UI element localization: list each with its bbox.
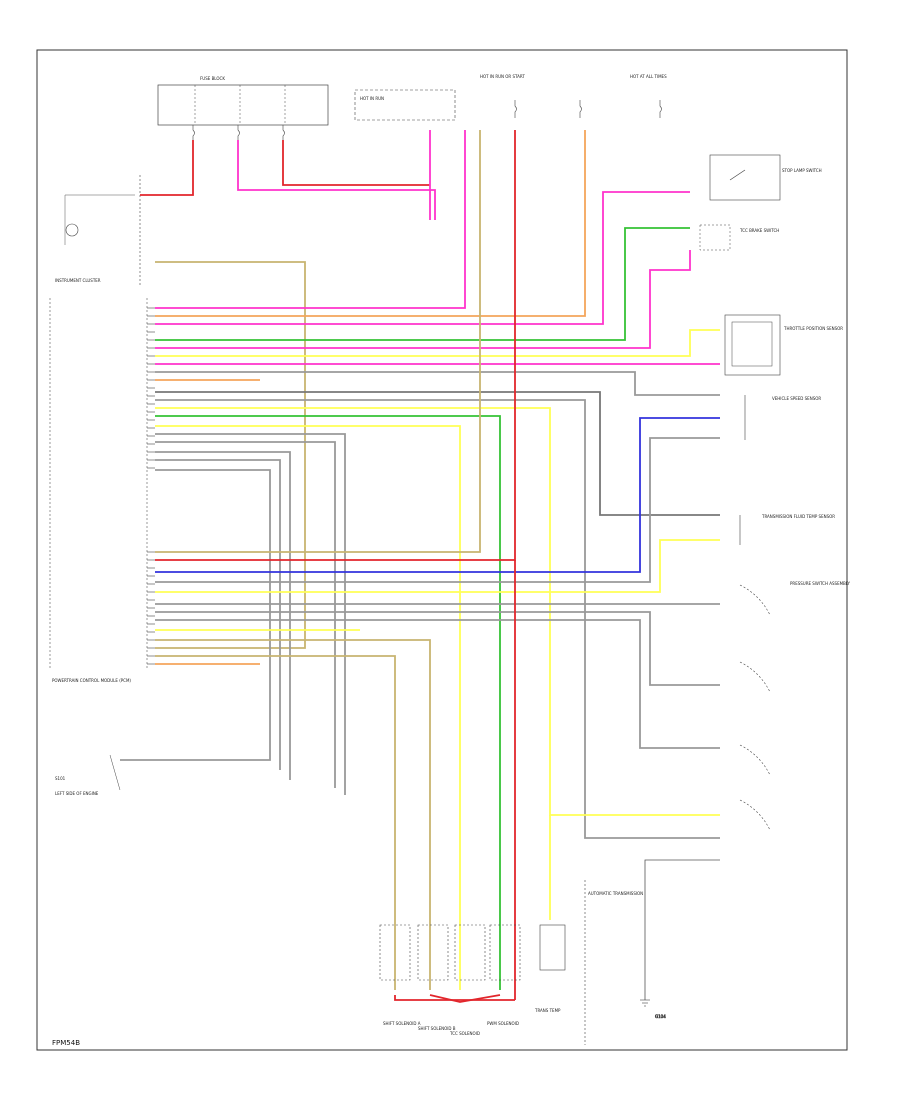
- wire-tan-2: [155, 130, 481, 553]
- instrument-cluster: INSTRUMENT CLUSTER: [55, 175, 141, 285]
- tft-label: TRANSMISSION FLUID TEMP SENSOR: [761, 514, 835, 519]
- automatic-transmission-box: AUTOMATIC TRANSMISSION: [584, 880, 643, 1045]
- tps-label: THROTTLE POSITION SENSOR: [783, 326, 843, 331]
- wire-grey-1: [155, 371, 720, 396]
- tcc-brake-switch: TCC BRAKE SWITCH: [699, 224, 779, 251]
- wire-grey-2: [155, 391, 720, 516]
- fuse-icons: [192, 100, 662, 141]
- wire-grey-4: [155, 433, 346, 795]
- pcm-pin-rows: [147, 307, 155, 665]
- fuse-block-label: FUSE BLOCK: [200, 76, 225, 81]
- shift-solenoid-b-label: SHIFT SOLENOID B: [418, 1026, 456, 1031]
- vehicle-speed-sensor: VEHICLE SPEED SENSOR: [744, 395, 821, 440]
- trans-fluid-temp-sensor: TRANSMISSION FLUID TEMP SENSOR: [739, 514, 835, 545]
- ground-symbols: G104: [640, 999, 666, 1019]
- pcm-module: POWERTRAIN CONTROL MODULE (PCM): [49, 298, 148, 683]
- wire-blue-1: [155, 417, 720, 573]
- wire-pink-5: [155, 250, 691, 349]
- fuse-block-top: FUSE BLOCK: [157, 76, 329, 126]
- wire-red-1: [140, 140, 194, 196]
- wire-yellow-4: [155, 539, 720, 593]
- wire-black-ground: [644, 859, 720, 1000]
- wire-tan-3: [155, 639, 431, 870]
- wire-pink-1: [237, 140, 436, 220]
- wire-red-to-junction: [429, 994, 501, 1003]
- wire-red-2: [282, 140, 430, 186]
- hot-in-run-start-label: HOT IN RUN OR START: [480, 74, 525, 79]
- wires: [120, 130, 720, 1003]
- stop-lamp-switch-label: STOP LAMP SWITCH: [782, 168, 822, 173]
- wire-grey-12: [155, 619, 720, 749]
- trs-label: PRESSURE SWITCH ASSEMBLY: [790, 581, 850, 586]
- wire-grey-9: [155, 437, 720, 583]
- wire-grey-7: [155, 459, 281, 770]
- left-side-engine-label: LEFT SIDE OF ENGINE: [55, 791, 99, 796]
- shift-solenoid-a-label: SHIFT SOLENOID A: [383, 1021, 421, 1026]
- hot-at-all-times-label: HOT AT ALL TIMES: [630, 74, 667, 79]
- splice-s101-label: S101: [55, 776, 66, 781]
- diagram-frame: [36, 49, 848, 1051]
- diagram-code: FPM54B: [52, 1039, 80, 1047]
- vss-label: VEHICLE SPEED SENSOR: [772, 396, 821, 401]
- splice-left: S101 LEFT SIDE OF ENGINE: [55, 754, 121, 796]
- ground-g104-label: G104: [655, 1014, 666, 1019]
- throttle-position-sensor: THROTTLE POSITION SENSOR: [724, 314, 843, 376]
- trans-range-switch: PRESSURE SWITCH ASSEMBLY: [739, 581, 850, 831]
- wire-grey-6: [155, 451, 291, 780]
- wire-grey-5: [155, 441, 336, 788]
- wire-green-2: [155, 415, 501, 860]
- wire-pink-4: [155, 191, 690, 325]
- power-source-top-middle: HOT IN RUN: [354, 89, 456, 121]
- pwm-solenoid-label: PWM SOLENOID: [487, 1021, 519, 1026]
- wire-tan-1: [155, 261, 306, 649]
- wire-yellow-1: [155, 329, 720, 357]
- solenoids: SHIFT SOLENOID A SHIFT SOLENOID B TCC SO…: [379, 924, 566, 1036]
- wire-yellow-3: [155, 425, 461, 860]
- wire-grey-8: [120, 469, 271, 761]
- wire-orange-1: [155, 130, 586, 317]
- wire-grey-3: [155, 399, 720, 839]
- tcc-brake-switch-label: TCC BRAKE SWITCH: [739, 228, 779, 233]
- trans-temp-label: TRANS TEMP: [534, 1008, 561, 1013]
- wire-pink-3: [155, 130, 466, 309]
- pcm-label: POWERTRAIN CONTROL MODULE (PCM): [52, 678, 131, 683]
- auto-trans-label: AUTOMATIC TRANSMISSION: [588, 891, 643, 896]
- stop-lamp-switch: STOP LAMP SWITCH: [709, 154, 822, 201]
- wire-grey-11: [155, 611, 720, 686]
- wire-green-1: [155, 227, 690, 341]
- instrument-cluster-label: INSTRUMENT CLUSTER: [55, 278, 101, 283]
- power-source-top-right: HOT IN RUN OR START HOT AT ALL TIMES: [480, 74, 667, 79]
- tcc-solenoid-label: TCC SOLENOID: [449, 1031, 480, 1036]
- hot-in-run-label: HOT IN RUN: [360, 96, 384, 101]
- wire-tan-4: [155, 655, 396, 870]
